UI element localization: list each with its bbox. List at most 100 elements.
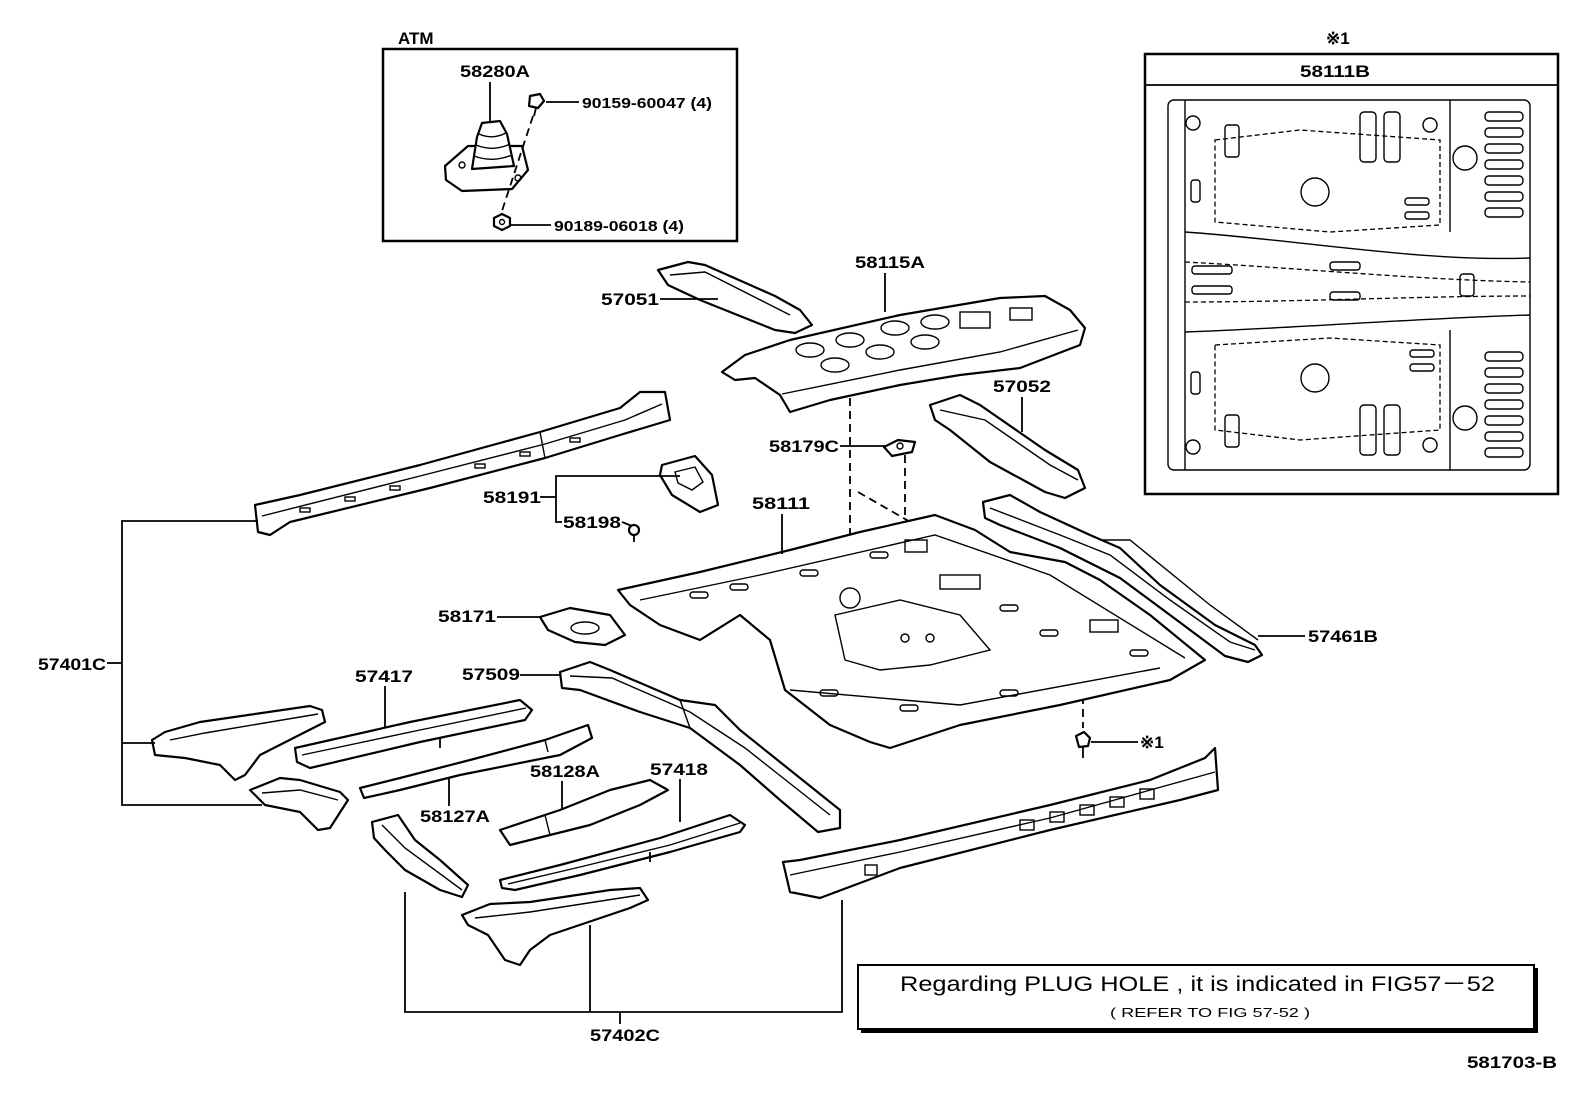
bracket-58179C <box>882 438 917 458</box>
floor-recess <box>904 539 928 553</box>
rail-57509 <box>558 660 842 834</box>
rear-floor-hole <box>910 334 940 350</box>
label-57402C: 57402C <box>590 1026 660 1045</box>
boot-hole-left <box>458 161 466 169</box>
atm-inset-title: ATM <box>398 29 434 48</box>
bracket-58191-58198 <box>555 475 680 523</box>
detail-inset: ※1 58111B <box>1143 29 1560 496</box>
atm-inset: ATM 58280A 90159-60047 (4) 90189-06018 (… <box>381 29 739 243</box>
brace-58128A <box>498 778 670 847</box>
label-callout-marker: ※1 <box>1140 733 1164 752</box>
tunnel-upper-edge <box>1184 231 1531 260</box>
sill-hole <box>344 496 356 502</box>
inset-slot <box>1190 371 1201 395</box>
note-line-1: Regarding PLUG HOLE , it is indicated in… <box>900 973 1495 996</box>
label-bolt: 90159-60047 (4) <box>582 95 712 112</box>
inset-large-hole-icon <box>1452 405 1478 431</box>
rail-57461B <box>981 493 1264 664</box>
inner-piece-lower-crease <box>261 789 339 801</box>
inset-slot <box>1404 197 1430 206</box>
label-57051: 57051 <box>601 290 659 309</box>
inset-rib <box>1484 415 1524 426</box>
inset-large-hole-icon <box>1300 363 1330 393</box>
part-58191 <box>658 454 720 514</box>
piece-57402C-lower <box>460 886 650 967</box>
rocker-bracket <box>1019 819 1035 831</box>
inset-rib <box>1484 399 1524 410</box>
rocker-crease <box>789 771 1216 876</box>
reinforcement-57052-crease <box>939 409 1079 481</box>
floor-recess <box>939 574 981 590</box>
inset-rib <box>1484 383 1524 394</box>
part-57417 <box>293 698 534 770</box>
inset-slot <box>1409 363 1435 372</box>
inset-rib <box>1484 191 1524 202</box>
rail-57509-crease <box>569 675 831 816</box>
part-57509 <box>558 660 842 834</box>
inset-slot <box>1191 265 1233 275</box>
piece-57402C-upper <box>370 813 470 899</box>
inset-rib <box>1484 207 1524 218</box>
inset-slot <box>1191 285 1233 295</box>
note-box: Regarding PLUG HOLE , it is indicated in… <box>857 964 1538 1033</box>
plate-58171-hole <box>570 621 600 635</box>
part-58179C <box>882 438 917 458</box>
floor-slot <box>1039 629 1059 637</box>
note-line-2: ( REFER TO FIG 57-52 ) <box>1110 1005 1310 1020</box>
part-57401C-outer-sill <box>253 390 672 537</box>
bolt-shank <box>533 107 537 117</box>
part-57401C-inner <box>150 704 350 832</box>
rear-floor-recess <box>1009 307 1033 321</box>
label-58127A: 58127A <box>420 807 490 826</box>
inset-slot <box>1404 211 1430 220</box>
lower-stamping-dashed-outline <box>1214 337 1441 441</box>
inset-large-hole-icon <box>1452 145 1478 171</box>
part-callout-bolt <box>1074 730 1092 758</box>
inset-large-hole-icon <box>1300 177 1330 207</box>
rear-floor-hole <box>865 344 895 360</box>
outer-sill-holes <box>299 437 581 513</box>
atm-inset-frame <box>381 47 739 243</box>
inset-rib <box>1484 159 1524 170</box>
inset-hole-icon <box>1422 437 1438 453</box>
inset-rib <box>1484 175 1524 186</box>
rail-57509-joint <box>679 699 691 729</box>
bracket-57402C <box>404 892 843 1013</box>
rear-floor-crease <box>781 329 1079 395</box>
label-57052: 57052 <box>993 377 1051 396</box>
rocker-bracket <box>1079 804 1095 816</box>
nut-hole <box>498 218 506 226</box>
inset-slot <box>1359 404 1377 456</box>
inset-slot <box>1459 273 1475 297</box>
label-58179C: 58179C <box>769 437 839 456</box>
label-nut: 90189-06018 (4) <box>554 218 684 235</box>
part-58128A <box>498 778 670 847</box>
inset-rib-group-upper <box>1484 111 1524 218</box>
member-57417-crease <box>301 707 527 756</box>
sill-hole <box>519 451 531 457</box>
tunnel-lower-edge <box>1184 314 1531 333</box>
shift-boot-bellows <box>470 119 516 171</box>
outer-sill-panel <box>253 390 672 537</box>
brace-58127A <box>358 723 594 800</box>
label-58128A: 58128A <box>530 762 600 781</box>
detail-inset-frame <box>1143 52 1560 496</box>
rocker-bracket <box>864 864 878 876</box>
pad-58191 <box>658 454 720 514</box>
upper-stamping-dashed-outline <box>1214 129 1441 233</box>
floor-slot <box>729 583 749 591</box>
part-labels: 58115A 57051 57052 58179C 58191 58198 58… <box>38 253 1378 1045</box>
rear-floor-hole <box>880 320 910 336</box>
inset-slot <box>1383 404 1401 456</box>
reinforcement-57051 <box>656 260 814 335</box>
bracket-58179C-hole <box>896 442 904 450</box>
inset-slot <box>1383 111 1401 163</box>
inset-rib <box>1484 111 1524 122</box>
floor-hole <box>900 633 910 643</box>
part-58198 <box>627 523 641 542</box>
rocker-panel <box>781 746 1220 900</box>
label-58111: 58111 <box>752 494 810 513</box>
detail-inset-marker: ※1 <box>1326 29 1350 48</box>
rear-floor-hole <box>820 357 850 373</box>
part-58111 <box>616 513 1207 750</box>
